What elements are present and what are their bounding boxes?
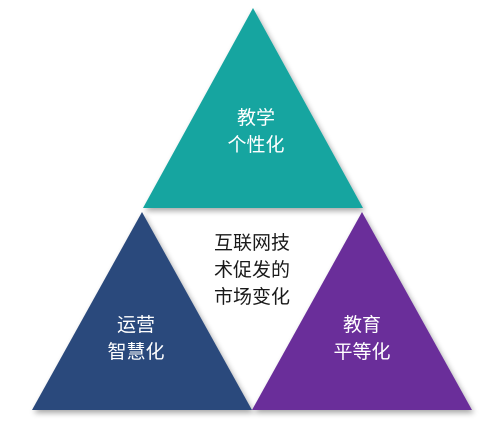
triangle-right-label-line1: 教育 — [342, 314, 381, 336]
triangle-left-label: 运营 智慧化 — [76, 312, 196, 366]
center-label: 互联网技 术促发的 市场变化 — [182, 230, 322, 311]
triangle-left-label-line2: 智慧化 — [107, 341, 165, 363]
triangle-left — [32, 212, 252, 410]
triangle-right-label: 教育 平等化 — [302, 312, 422, 366]
center-label-line1: 互联网技 — [213, 232, 290, 254]
triangle-top-label: 教学 个性化 — [196, 105, 316, 159]
triangle-top-label-line2: 个性化 — [227, 134, 285, 156]
triangle-top — [143, 8, 363, 208]
triangle-left-label-line1: 运营 — [116, 314, 155, 336]
triangle-right-label-line2: 平等化 — [333, 341, 391, 363]
center-label-line3: 市场变化 — [213, 286, 290, 308]
center-label-line2: 术促发的 — [213, 259, 290, 281]
triangle-right — [252, 212, 472, 410]
triangle-top-label-line1: 教学 — [236, 107, 275, 129]
